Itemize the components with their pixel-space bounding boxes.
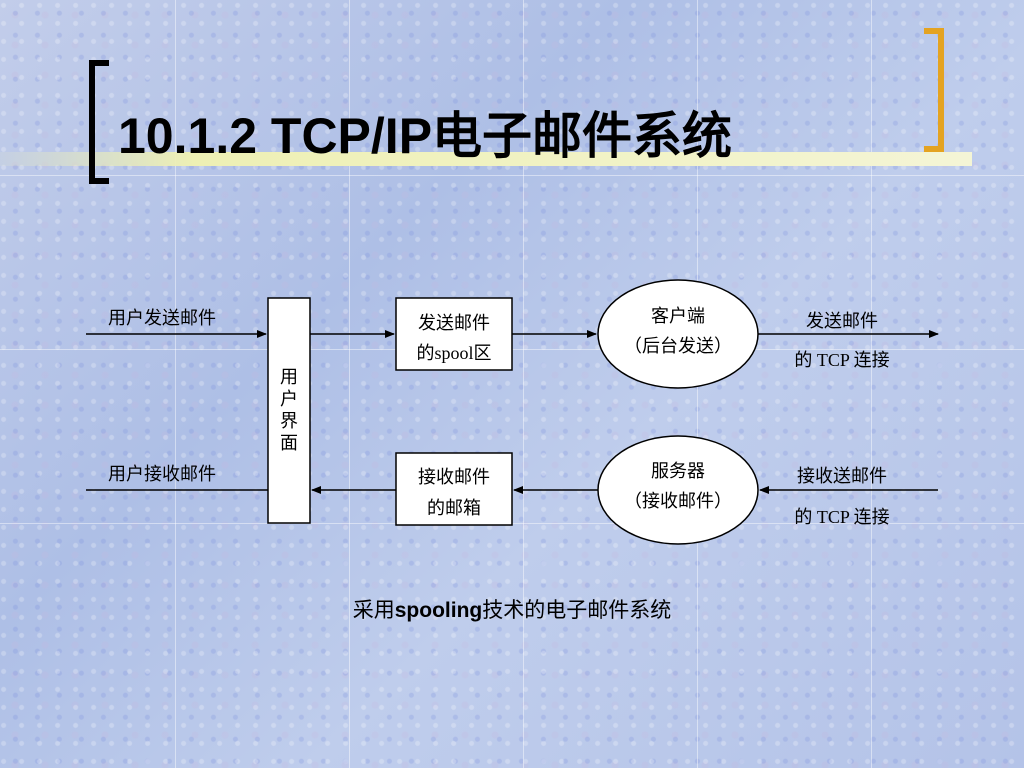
client-line1: 客户端 xyxy=(651,306,705,326)
user-interface-char: 用 xyxy=(280,367,298,387)
grid-line xyxy=(0,175,1024,176)
caption-bold: spooling xyxy=(394,599,483,622)
user-interface-char: 户 xyxy=(280,389,298,409)
user-send-mail-label: 用户发送邮件 xyxy=(108,308,216,328)
grid-line xyxy=(175,0,176,768)
user-receive-mail-label: 用户接收邮件 xyxy=(108,464,216,484)
user-interface-char: 面 xyxy=(280,433,298,453)
grid-line xyxy=(523,0,524,768)
receive-mailbox-box xyxy=(395,452,513,526)
diagram-caption: 采用spooling技术的电子邮件系统 xyxy=(0,594,1024,624)
left-bracket-decoration xyxy=(89,60,109,184)
caption-suffix: 技术的电子邮件系统 xyxy=(482,598,672,622)
send-spool-line1: 发送邮件 xyxy=(418,313,490,333)
receive-mailbox-line2: 的邮箱 xyxy=(427,498,481,518)
user-interface-box xyxy=(267,297,311,524)
right-bracket-decoration xyxy=(924,28,944,152)
receive-tcp-line2: 的 TCP 连接 xyxy=(794,507,890,527)
grid-line xyxy=(871,0,872,768)
send-tcp-line1: 发送邮件 xyxy=(806,311,878,331)
slide-title: 10.1.2 TCP/IP电子邮件系统 xyxy=(118,108,733,164)
grid-line xyxy=(349,0,350,768)
receive-tcp-line1: 接收送邮件 xyxy=(797,466,887,486)
caption-prefix: 采用 xyxy=(352,598,395,622)
server-line2: （接收邮件） xyxy=(624,491,732,511)
receive-mailbox-line1: 接收邮件 xyxy=(418,467,490,487)
send-tcp-line2: 的 TCP 连接 xyxy=(794,350,890,370)
send-spool-line2: 的spool区 xyxy=(416,343,492,363)
user-interface-char: 界 xyxy=(280,411,298,431)
title-underline-bar xyxy=(0,152,972,166)
user-interface-label: 用 户 界 面 xyxy=(268,366,310,454)
client-line2: （后台发送） xyxy=(624,336,732,356)
server-line1: 服务器 xyxy=(651,461,705,481)
